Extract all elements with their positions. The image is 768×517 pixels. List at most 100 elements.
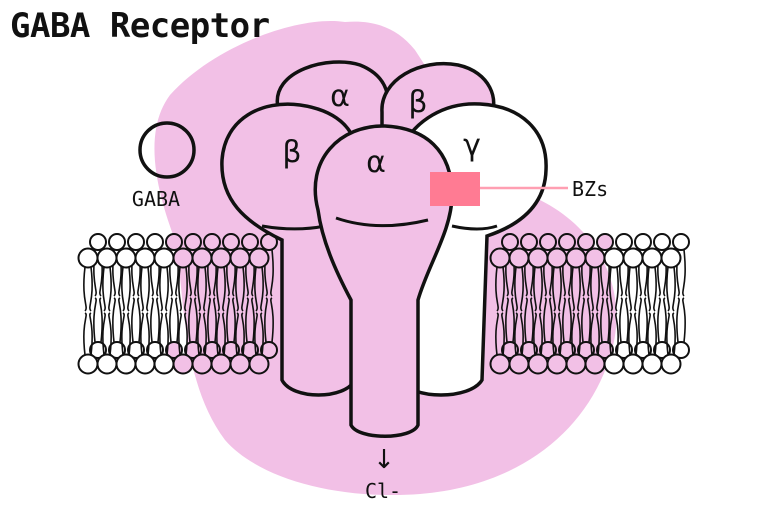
lipid-head (96, 247, 118, 269)
lipid-head (558, 341, 576, 359)
lipid-tail (581, 249, 591, 343)
chloride-label: Cl- (365, 479, 401, 503)
lipid-head (172, 353, 194, 375)
lipid-tail (505, 249, 515, 343)
lipid-head (153, 247, 175, 269)
gaba-label: GABA (132, 187, 180, 211)
lipid-head (203, 233, 221, 251)
lipid-head (248, 353, 270, 375)
lipid-head (634, 233, 652, 251)
lipid-head (622, 353, 644, 375)
lipid-head (203, 341, 221, 359)
lipid-tail (150, 249, 160, 343)
lipid-head (127, 341, 145, 359)
lipid-tail (676, 249, 686, 343)
lipid-tail (226, 249, 236, 343)
lipid-head (146, 233, 164, 251)
lipid-head (210, 353, 232, 375)
lipid-head (77, 247, 99, 269)
lipid-tail (562, 249, 572, 343)
lipid-head (672, 341, 690, 359)
lipid-tail (628, 266, 638, 356)
lipid-head (508, 353, 530, 375)
lipid-head (172, 247, 194, 269)
lipid-head (603, 247, 625, 269)
lipid-tail (83, 266, 93, 356)
lipid-tail (254, 266, 264, 356)
front-alpha-label: α (366, 145, 386, 180)
bzs-label: BZs (572, 177, 608, 201)
lipid-head (127, 233, 145, 251)
lipid-head (489, 353, 511, 375)
lipid-tail (571, 266, 581, 356)
lipid-tail (169, 249, 179, 343)
lipid-head (565, 247, 587, 269)
lipid-head (260, 341, 278, 359)
page-title: GABA Receptor (10, 6, 270, 46)
lipid-head (520, 341, 538, 359)
back-alpha-label: α (330, 79, 350, 114)
lipid-head (210, 247, 232, 269)
lipid-tail (619, 249, 629, 343)
lipid-head (115, 247, 137, 269)
lipid-head (191, 353, 213, 375)
lipid-tail (178, 266, 188, 356)
lipid-head (527, 353, 549, 375)
lipid-head (641, 247, 663, 269)
lipid-head (603, 353, 625, 375)
bz-binding-site (430, 172, 480, 206)
lipid-head (241, 341, 259, 359)
lipid-head (248, 247, 270, 269)
lipid-head (146, 341, 164, 359)
lipid-head (584, 247, 606, 269)
lipid-head (77, 353, 99, 375)
lipid-head (165, 341, 183, 359)
lipid-head (134, 353, 156, 375)
lipid-tail (638, 249, 648, 343)
lipid-head (615, 341, 633, 359)
lipid-head (184, 233, 202, 251)
lipid-head (634, 341, 652, 359)
lipid-tail (495, 266, 505, 356)
lipid-head (134, 247, 156, 269)
lipid-head (222, 341, 240, 359)
lipid-tail (197, 266, 207, 356)
lipid-head (89, 341, 107, 359)
lipid-tail (264, 249, 274, 343)
lipid-head (229, 353, 251, 375)
back-beta-label: β (408, 85, 427, 120)
lipid-head (96, 353, 118, 375)
lipid-head (672, 233, 690, 251)
lipid-head (615, 233, 633, 251)
lipid-head (184, 341, 202, 359)
lipid-head (660, 247, 682, 269)
lipid-head (153, 353, 175, 375)
lipid-head (89, 233, 107, 251)
lipid-head (660, 353, 682, 375)
lipid-tail (245, 249, 255, 343)
lipid-head (241, 233, 259, 251)
lipid-tail (93, 249, 103, 343)
lipid-tail (666, 266, 676, 356)
lipid-head (641, 353, 663, 375)
lipid-head (546, 353, 568, 375)
lipid-head (577, 233, 595, 251)
gaba-ligand: GABA (132, 121, 196, 211)
lipid-head (546, 247, 568, 269)
lipid-tail (112, 249, 122, 343)
lipid-head (501, 341, 519, 359)
gamma-label: γ (463, 128, 481, 163)
lipid-tail (524, 249, 534, 343)
lipid-head (108, 233, 126, 251)
lipid-head (108, 341, 126, 359)
lipid-head (115, 353, 137, 375)
lipid-head (558, 233, 576, 251)
lipid-head (501, 233, 519, 251)
lipid-tail (207, 249, 217, 343)
lipid-head (577, 341, 595, 359)
lipid-tail (514, 266, 524, 356)
lipid-tail (590, 266, 600, 356)
lipid-head (489, 247, 511, 269)
lipid-head (222, 233, 240, 251)
